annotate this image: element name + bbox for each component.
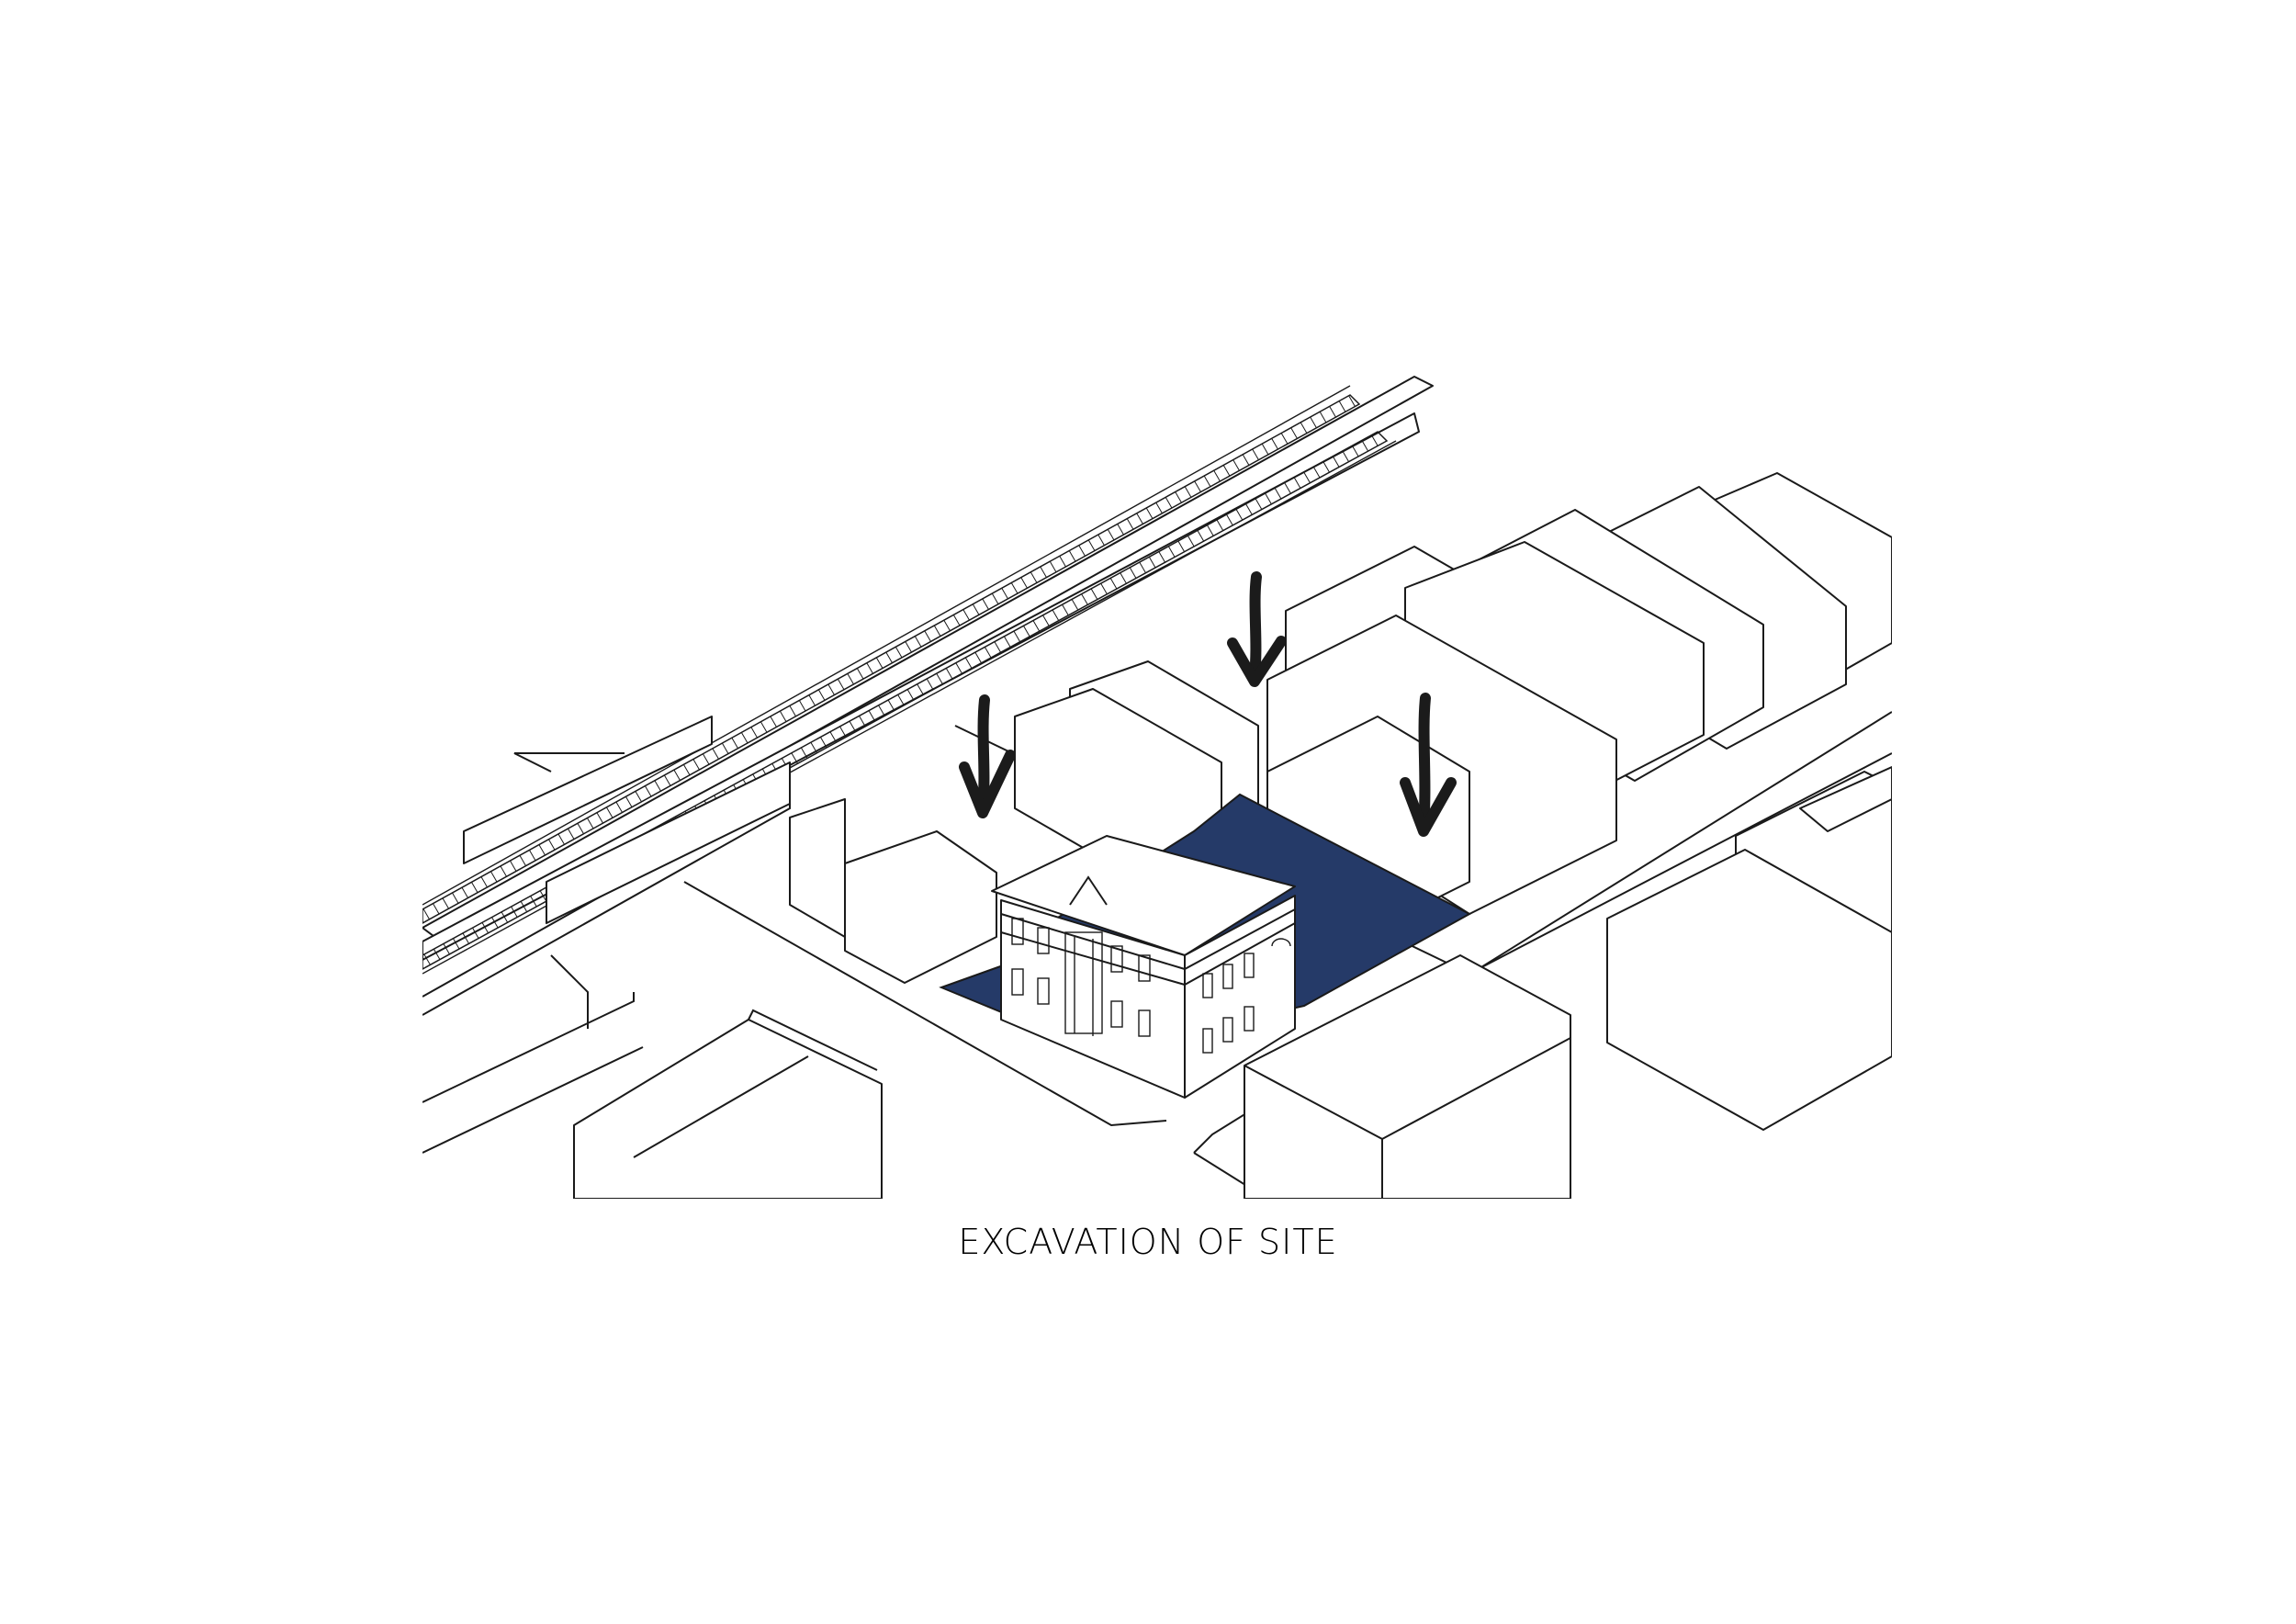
down-arrow-icon	[1227, 571, 1287, 687]
excavation-arrows	[959, 571, 1457, 837]
down-arrow-icon	[959, 694, 1016, 818]
foreground-buildings	[573, 954, 1571, 1199]
station-platform	[463, 716, 791, 924]
facade-windows	[1011, 918, 1291, 1054]
diagram-caption: EXCAVATION OF SITE	[958, 1222, 1338, 1262]
historic-building	[991, 835, 1296, 1099]
down-arrow-icon	[1400, 693, 1457, 837]
right-buildings	[1606, 766, 1892, 1131]
